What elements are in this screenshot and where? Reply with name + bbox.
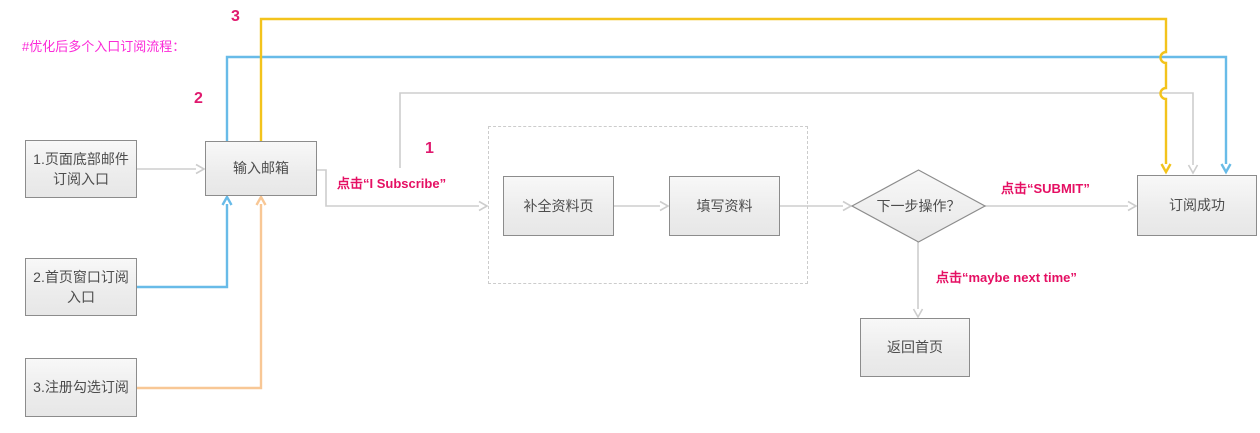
step-number-2: 2 (194, 90, 203, 107)
edge-path1-shortcut (399, 92, 1194, 168)
arrowhead-right-icon (1127, 200, 1138, 212)
edge-path3-email-to-success (259, 17, 1168, 164)
arrowhead-right-icon (659, 200, 670, 212)
node-back-home: 返回首页 (860, 318, 970, 377)
arrowhead-right-icon (842, 200, 853, 212)
arrowhead-right-icon (195, 163, 206, 175)
profile-steps-group (488, 126, 808, 284)
edge-email-to-group (317, 169, 479, 207)
edge-label-click-submit: 点击“SUBMIT” (1001, 181, 1090, 196)
step-number-1: 1 (425, 140, 434, 157)
node-entry-register-checkbox: 3.注册勾选订阅 (25, 358, 137, 417)
edge-label-click-i-subscribe: 点击“I Subscribe” (337, 176, 447, 191)
decision-diamond-shape (850, 169, 987, 243)
arrowhead-up-icon (221, 194, 233, 206)
node-subscribe-success: 订阅成功 (1137, 175, 1257, 236)
node-fill-info: 填写资料 (669, 176, 780, 236)
arrowhead-down-icon (1187, 164, 1199, 175)
arrowhead-down-icon (1220, 163, 1232, 175)
arrowhead-down-icon (1160, 163, 1172, 175)
arrowhead-up-icon (255, 194, 267, 206)
node-entry-footer-subscribe: 1.页面底部邮件订阅入口 (25, 140, 137, 198)
node-decision-next-step: 下一步操作？ (876, 198, 961, 214)
edge-entry3-to-email (137, 204, 263, 390)
step-number-3: 3 (231, 8, 240, 25)
arrowhead-right-icon (478, 200, 489, 212)
edge-label-click-maybe-next-time: 点击“maybe next time” (936, 270, 1077, 285)
node-complete-profile-page: 补全资料页 (503, 176, 614, 236)
arrowhead-down-icon (912, 308, 924, 319)
page-title: #优化后多个入口订阅流程： (22, 39, 186, 54)
edge-entry2-to-email (137, 204, 229, 289)
edge-path2-email-to-success (225, 55, 1228, 164)
node-input-email: 输入邮箱 (205, 141, 317, 196)
node-entry-homepage-popup: 2.首页窗口订阅入口 (25, 258, 137, 316)
